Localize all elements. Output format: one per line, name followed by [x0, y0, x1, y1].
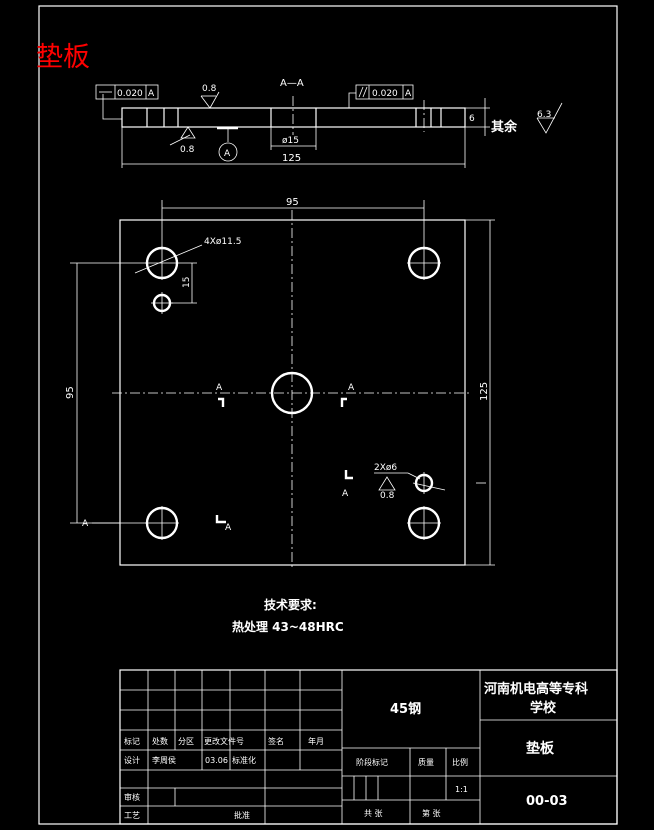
- tb-h-zone: 分区: [178, 737, 194, 746]
- tb-designer-label: 设计: [124, 755, 140, 765]
- tb-ratio: 比例: [452, 757, 468, 767]
- datum-letter: A: [224, 149, 231, 159]
- plan-view: 95 4Xø11.5 15 95 125 A A A A A 2Xø6: [65, 197, 495, 570]
- hole-diameter-dim: ø15: [282, 136, 299, 146]
- tb-h-date: 年月: [308, 736, 324, 746]
- roughness-top-icon: [200, 91, 220, 109]
- tech-heat-treatment: 热处理 43~48HRC: [232, 619, 344, 634]
- section-length-dim: 125: [282, 153, 301, 164]
- roughness-top: 0.8: [202, 84, 217, 94]
- parallel-datum: A: [405, 89, 412, 99]
- small-holes-note: 2Xø6: [374, 463, 397, 473]
- tb-school-line2: 学校: [530, 700, 557, 716]
- thickness-dim: 6: [469, 114, 475, 124]
- rest-roughness: 6.3: [537, 110, 551, 120]
- center-hole: [270, 371, 314, 415]
- tb-h-count: 处数: [152, 736, 168, 746]
- roughness-bottom: 0.8: [180, 145, 195, 155]
- section-marker: A: [82, 519, 89, 529]
- tb-reviewer: 审核: [124, 792, 140, 802]
- tb-material: 45钢: [390, 701, 421, 717]
- width-dim: 95: [286, 197, 299, 208]
- flatness-datum: A: [148, 89, 155, 99]
- tb-total: 共 张: [364, 809, 383, 818]
- tb-mass: 质量: [418, 757, 434, 767]
- tb-standard: 标准化: [232, 755, 256, 765]
- tb-h-sign: 签名: [268, 736, 284, 746]
- hole-offset-dim: 15: [182, 277, 192, 288]
- drawing-title: 垫板: [36, 42, 90, 73]
- tb-sheet: 第 张: [422, 808, 441, 818]
- section-marker: A: [348, 383, 355, 393]
- section-view: A—A 0.020 A 0.020 A 0.8 0.8 A: [95, 78, 563, 168]
- tb-h-mark: 标记: [124, 736, 140, 746]
- tb-designer: 李周侯: [152, 755, 176, 765]
- big-holes-note: 4Xø11.5: [204, 237, 241, 247]
- section-label: A—A: [280, 78, 304, 89]
- small-roughness-icon: [378, 476, 396, 491]
- left-dim: 95: [65, 386, 76, 399]
- tech-heading: 技术要求:: [264, 597, 317, 612]
- parallel-icon: [358, 86, 364, 98]
- small-roughness: 0.8: [380, 491, 395, 501]
- tb-process: 工艺: [124, 811, 140, 820]
- tb-school-line1: 河南机电高等专科: [484, 681, 588, 697]
- tb-scale: 1:1: [455, 785, 468, 794]
- tb-stage: 阶段标记: [356, 757, 388, 767]
- roughness-bottom-icon: [180, 126, 196, 139]
- tb-design-date: 03.06: [205, 756, 228, 765]
- tb-h-docno: 更改文件号: [204, 736, 244, 746]
- section-marker: A: [342, 489, 349, 499]
- parallel-tolerance: 0.020: [372, 89, 398, 99]
- tb-drawing-no: 00-03: [526, 794, 568, 809]
- title-block: 45钢 河南机电高等专科 学校 垫板 00-03 标记 处数 分区 更改文件号 …: [119, 669, 618, 825]
- flatness-tolerance: 0.020: [117, 89, 143, 99]
- rest-roughness-icon: [536, 102, 563, 134]
- height-dim: 125: [479, 382, 490, 401]
- tb-part-name: 垫板: [526, 740, 555, 757]
- rest-label: 其余: [491, 119, 518, 135]
- tb-approve: 批准: [234, 810, 250, 820]
- section-marker: A: [216, 383, 223, 393]
- section-marker: A: [225, 523, 232, 533]
